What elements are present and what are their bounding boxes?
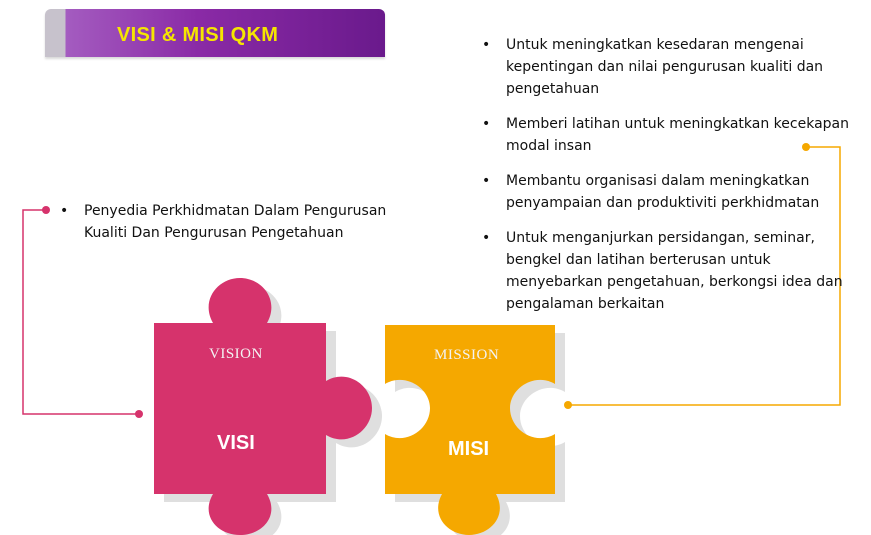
page-title: VISI & MISI QKM <box>117 24 279 46</box>
visi-puzzle-piece <box>154 278 372 535</box>
misi-piece-title: MISI <box>448 438 490 460</box>
visi-piece-title: VISI <box>217 432 255 454</box>
misi-connector-dot-bottom <box>564 401 572 409</box>
misi-bullet-item: Untuk meningkatkan kesedaran mengenai ke… <box>480 34 850 100</box>
misi-bullet-item: Untuk menganjurkan persidangan, seminar,… <box>480 227 850 315</box>
misi-puzzle-piece <box>385 325 555 535</box>
visi-connector-dot-top <box>42 206 50 214</box>
visi-bullet-list: Penyedia Perkhidmatan Dalam Pengurusan K… <box>58 200 398 258</box>
misi-piece-label: MISSION <box>434 347 500 363</box>
visi-bullet-item: Penyedia Perkhidmatan Dalam Pengurusan K… <box>58 200 398 244</box>
misi-bullet-item: Memberi latihan untuk meningkatkan kecek… <box>480 113 850 157</box>
misi-bullet-item: Membantu organisasi dalam meningkatkan p… <box>480 170 850 214</box>
visi-connector-dot-bottom <box>135 410 143 418</box>
visi-connector-line <box>22 209 139 415</box>
misi-bullet-list: Untuk meningkatkan kesedaran mengenai ke… <box>480 34 850 328</box>
visi-piece-label: VISION <box>209 346 263 362</box>
title-banner <box>45 9 385 57</box>
